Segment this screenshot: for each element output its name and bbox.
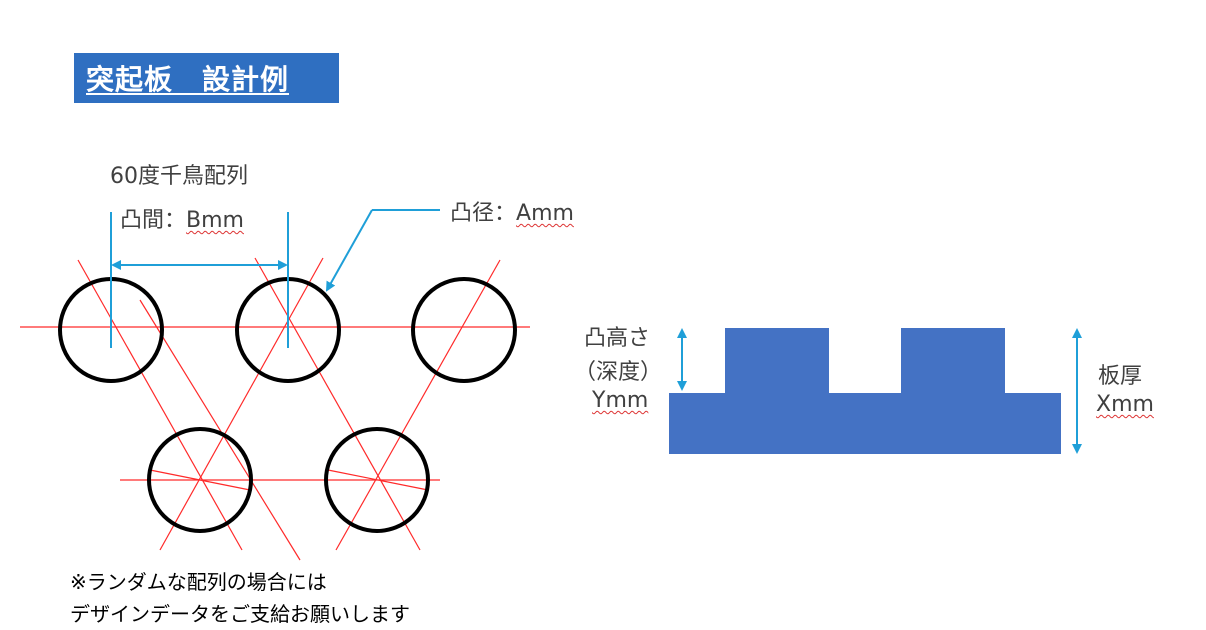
guide-line-diag: [159, 257, 324, 551]
bump-circle: [147, 427, 253, 533]
plate-base: [669, 393, 1061, 454]
pitch-label-value: Bmm: [186, 208, 244, 233]
bump-circle: [324, 427, 430, 533]
note-line2: デザインデータをご支給お願いします: [70, 602, 410, 626]
bump-circle: [411, 277, 517, 383]
pitch-label: 凸間：Bmm: [120, 202, 244, 234]
pattern-label: 60度千鳥配列: [110, 164, 248, 189]
diameter-label-value: Amm: [516, 201, 574, 226]
diameter-leader: [326, 209, 440, 292]
thickness-label-line1: 板厚: [1098, 364, 1143, 389]
diameter-leader-arrow: [326, 209, 373, 292]
page-title: 突起板 設計例: [86, 63, 290, 96]
guide-line-diag: [335, 259, 501, 551]
thickness-label-value: Xmm: [1096, 392, 1154, 417]
diameter-label-prefix: 凸径：: [450, 201, 517, 226]
plate-bump: [725, 328, 829, 394]
note-line1: ※ランダムな配列の場合には: [70, 570, 327, 594]
guide-line-diag: [327, 469, 429, 491]
guide-line-diag: [139, 299, 301, 561]
height-label-line1: 凸高さ: [584, 326, 651, 351]
guide-line-diag: [77, 259, 243, 551]
guide-lines: [20, 257, 530, 561]
plate-cross-section: [669, 328, 1061, 454]
pitch-label-prefix: 凸間：: [120, 208, 187, 233]
diameter-label: 凸径：Amm: [450, 195, 574, 227]
guide-line-diag: [254, 257, 421, 551]
height-label-value: Ymm: [592, 388, 649, 413]
guide-line-diag: [149, 469, 251, 491]
title-banner: 突起板 設計例: [74, 53, 339, 103]
height-label-line2: （深度）: [574, 360, 663, 385]
pitch-dimension: [110, 212, 289, 348]
plate-bump: [901, 328, 1005, 394]
